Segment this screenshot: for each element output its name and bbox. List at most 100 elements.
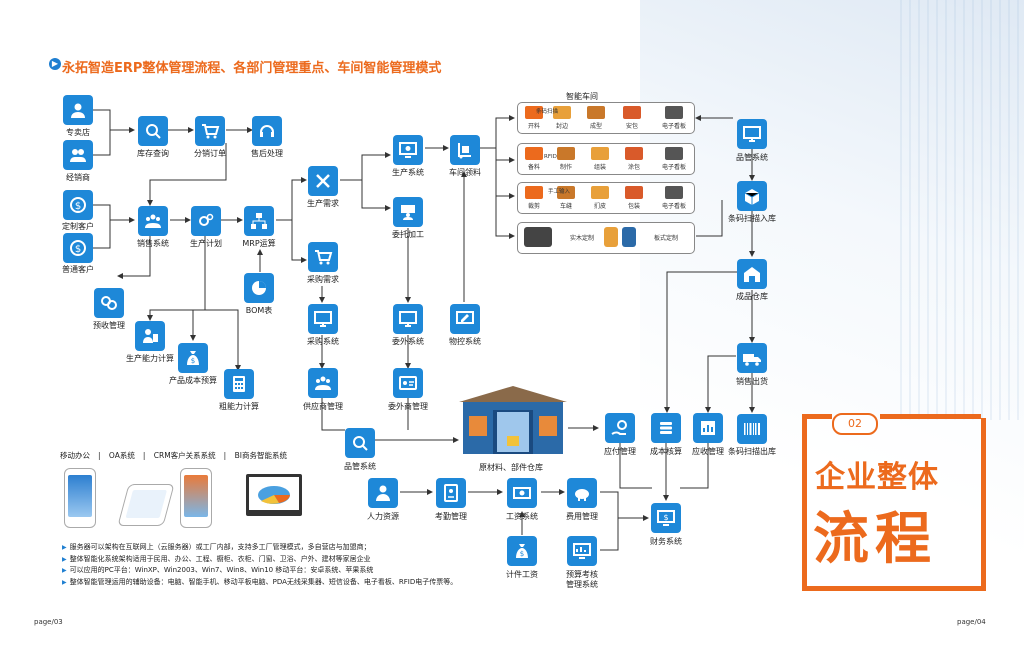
after-sales-node[interactable]: [252, 116, 282, 146]
store-node[interactable]: [63, 95, 93, 125]
cost-accounting-node[interactable]: [651, 413, 681, 443]
budget-review-label: 预算考核: [566, 570, 598, 579]
bom-node[interactable]: [244, 273, 274, 303]
supplier-label: 供应商管理: [303, 402, 343, 411]
workshop-row-1: 开料 封边 成型 安包 电子看板 条码扫描: [517, 102, 695, 134]
workshop-step: 备料: [527, 164, 540, 171]
sales-system-node[interactable]: [138, 206, 168, 236]
workshop-row-4: 实木定制 板式定制: [517, 222, 695, 254]
piece-wage-node[interactable]: $: [507, 536, 537, 566]
after-sales-label: 售后处理: [251, 149, 283, 158]
worker-icon: [401, 205, 415, 220]
workshop-step: 制作: [559, 164, 572, 171]
badge-frame-top-left: [802, 414, 832, 419]
section-number: 02: [832, 413, 878, 435]
purchase-demand-node[interactable]: [308, 242, 338, 272]
warehouse-icon: [744, 267, 760, 282]
cost-budget-node[interactable]: $: [178, 343, 208, 373]
module-mobile-office: 移动办公: [60, 451, 90, 460]
search-icon: [353, 436, 368, 451]
phone-mockup: [180, 468, 212, 528]
regular-customer-node[interactable]: $: [63, 233, 93, 263]
rough-capacity-node[interactable]: [224, 369, 254, 399]
piece-wage-label: 计件工资: [506, 570, 538, 579]
workshop-row-2: 备料 制作 组装 涂包 电子看板 RFID: [517, 143, 695, 175]
tools-icon: [316, 174, 330, 188]
monitor-chart-icon: [573, 543, 591, 559]
note-item: 可以应用的PC平台：WinXP、Win2003、Win7、Win8、Win10 …: [62, 565, 457, 577]
custom-customer-node[interactable]: $: [63, 190, 93, 220]
qc-system-node[interactable]: [345, 428, 375, 458]
workshop-step: 电子看板: [661, 164, 686, 171]
phone-mockup: [64, 468, 96, 528]
sales-shipping-node[interactable]: [737, 343, 767, 373]
svg-text:$: $: [191, 357, 195, 365]
badge-frame-top-right: [880, 414, 981, 419]
inventory-query-node[interactable]: [138, 116, 168, 146]
receivables-label: 应收管理: [692, 447, 724, 456]
money-bag-icon: $: [516, 544, 528, 558]
search-icon: [146, 124, 161, 139]
workshop-step: 裁剪: [527, 203, 540, 210]
workshop-tag: 条码扫描: [536, 109, 559, 115]
barcode-in-node[interactable]: [737, 181, 767, 211]
receivables-node[interactable]: [693, 413, 723, 443]
module-oa: OA系统: [108, 451, 135, 460]
workshop-tag: 手工输入: [548, 189, 571, 195]
note-item: 整体智能化系统架构适用于民用、办公、工程、橱柜、衣柜、门窗、卫浴、户外、建材等家…: [62, 554, 457, 566]
finance-system-node[interactable]: $: [651, 503, 681, 533]
person-icon: [376, 485, 390, 501]
store-label: 专卖店: [66, 128, 90, 137]
custom-customer-label: 定制客户: [62, 222, 94, 231]
people-icon: [70, 149, 86, 162]
outsource-system-node[interactable]: [393, 304, 423, 334]
cost-accounting-label: 成本核算: [650, 447, 682, 456]
page-number-left: page/03: [34, 618, 63, 626]
prepayment-node[interactable]: [94, 288, 124, 318]
purchase-system-node[interactable]: [308, 304, 338, 334]
distribution-order-node[interactable]: [195, 116, 225, 146]
qc-system-right-node[interactable]: [737, 119, 767, 149]
supplier-node[interactable]: [308, 368, 338, 398]
purchase-system-label: 采购系统: [307, 337, 339, 346]
warehouse-label: 原材料、部件仓库: [479, 463, 543, 472]
workshop-step: 车缝: [559, 203, 572, 210]
capacity-calc-node[interactable]: [135, 321, 165, 351]
outsourcer-node[interactable]: [393, 368, 423, 398]
title-arrow-icon: ▶: [49, 58, 61, 70]
monitor-icon: [399, 311, 417, 327]
distributor-node[interactable]: [63, 140, 93, 170]
headset-icon: [260, 125, 274, 137]
team-icon: [315, 376, 331, 390]
monitor-gear-icon: [399, 142, 417, 158]
barcode-icon: [744, 423, 760, 435]
production-system-node[interactable]: [393, 135, 423, 165]
sales-shipping-label: 销售出货: [736, 377, 768, 386]
production-demand-node[interactable]: [308, 166, 338, 196]
attendance-node[interactable]: [436, 478, 466, 508]
workshop-title: 智能车间: [566, 92, 598, 101]
budget-review-node[interactable]: [567, 536, 597, 566]
box-icon: [744, 189, 760, 205]
sales-system-label: 销售系统: [137, 239, 169, 248]
svg-text:$: $: [663, 513, 668, 522]
barcode-out-node[interactable]: [737, 414, 767, 444]
mrp-node[interactable]: [244, 206, 274, 236]
svg-text:$: $: [75, 201, 81, 212]
workshop-step: 扪皮: [593, 203, 606, 210]
payroll-node[interactable]: [507, 478, 537, 508]
expense-node[interactable]: [567, 478, 597, 508]
section-title-line2: 流程: [813, 507, 937, 572]
production-plan-node[interactable]: [191, 206, 221, 236]
payables-node[interactable]: [605, 413, 635, 443]
material-control-node[interactable]: [450, 304, 480, 334]
material-picking-node[interactable]: [450, 135, 480, 165]
module-crm: CRM客户关系系统: [153, 451, 216, 460]
hr-node[interactable]: [368, 478, 398, 508]
outsourcing-node[interactable]: [393, 197, 423, 227]
material-control-label: 物控系统: [449, 337, 481, 346]
workshop-step: 电子看板: [661, 123, 686, 130]
network-icon: [251, 213, 267, 229]
finished-goods-node[interactable]: [737, 259, 767, 289]
cart-icon: [202, 124, 220, 139]
